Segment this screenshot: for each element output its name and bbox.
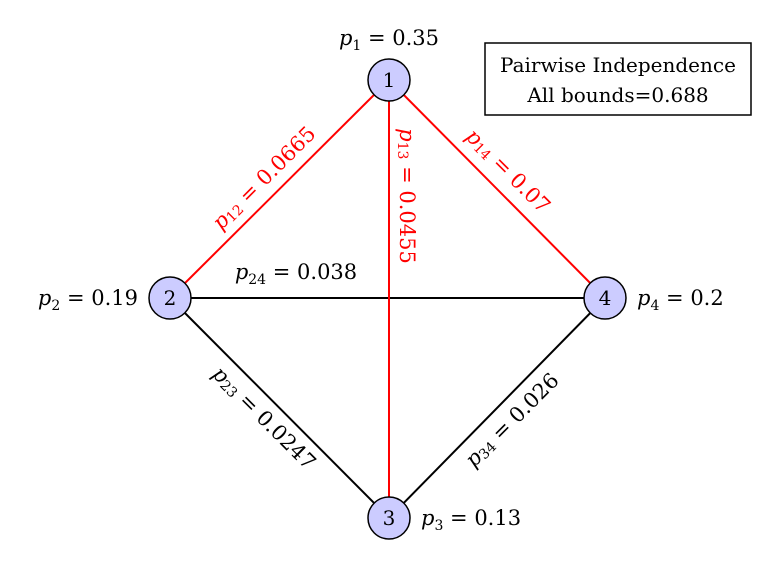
- node-1-circle: [367, 58, 411, 102]
- legend-box: Pairwise Independence All bounds=0.688: [484, 42, 752, 116]
- edge-label-24: p24 = 0.038: [235, 260, 357, 288]
- node-4-label: 4: [599, 286, 612, 310]
- edge-label-23: p23 = 0.0247: [207, 362, 321, 476]
- node-2: 2: [148, 276, 192, 320]
- node-1: 1: [367, 58, 411, 102]
- edge-label-34: p34 = 0.026: [460, 368, 564, 472]
- node-3: 3: [367, 496, 411, 540]
- edge-3-4: [388, 297, 606, 519]
- node-prob-labels: p1 = 0.35 p2 = 0.19 p3 = 0.13 p4 = 0.2: [38, 26, 724, 534]
- edge-label-14: p14 = 0.07: [460, 124, 555, 219]
- edge-1-2: [169, 79, 390, 299]
- node-2-circle: [148, 276, 192, 320]
- node-4: 4: [583, 276, 627, 320]
- edges: [169, 79, 606, 519]
- node-2-label: 2: [164, 286, 177, 310]
- edge-label-12: p12 = 0.0665: [208, 122, 322, 236]
- legend-line-2: All bounds=0.688: [526, 83, 708, 107]
- nodes: 1 2 3 4: [148, 58, 627, 540]
- edge-label-13: p13 = 0.0455: [394, 128, 419, 264]
- edge-1-4: [388, 79, 606, 299]
- node-2-prob: p2 = 0.19: [38, 286, 138, 314]
- legend-frame: [484, 42, 752, 116]
- node-4-circle: [583, 276, 627, 320]
- legend-line-1: Pairwise Independence: [500, 53, 736, 77]
- node-3-circle: [367, 496, 411, 540]
- edge-2-3: [169, 297, 390, 519]
- node-3-label: 3: [383, 506, 396, 530]
- node-4-prob: p4 = 0.2: [637, 286, 724, 314]
- node-1-prob: p1 = 0.35: [339, 26, 439, 54]
- node-1-label: 1: [383, 68, 396, 92]
- node-3-prob: p3 = 0.13: [421, 506, 521, 534]
